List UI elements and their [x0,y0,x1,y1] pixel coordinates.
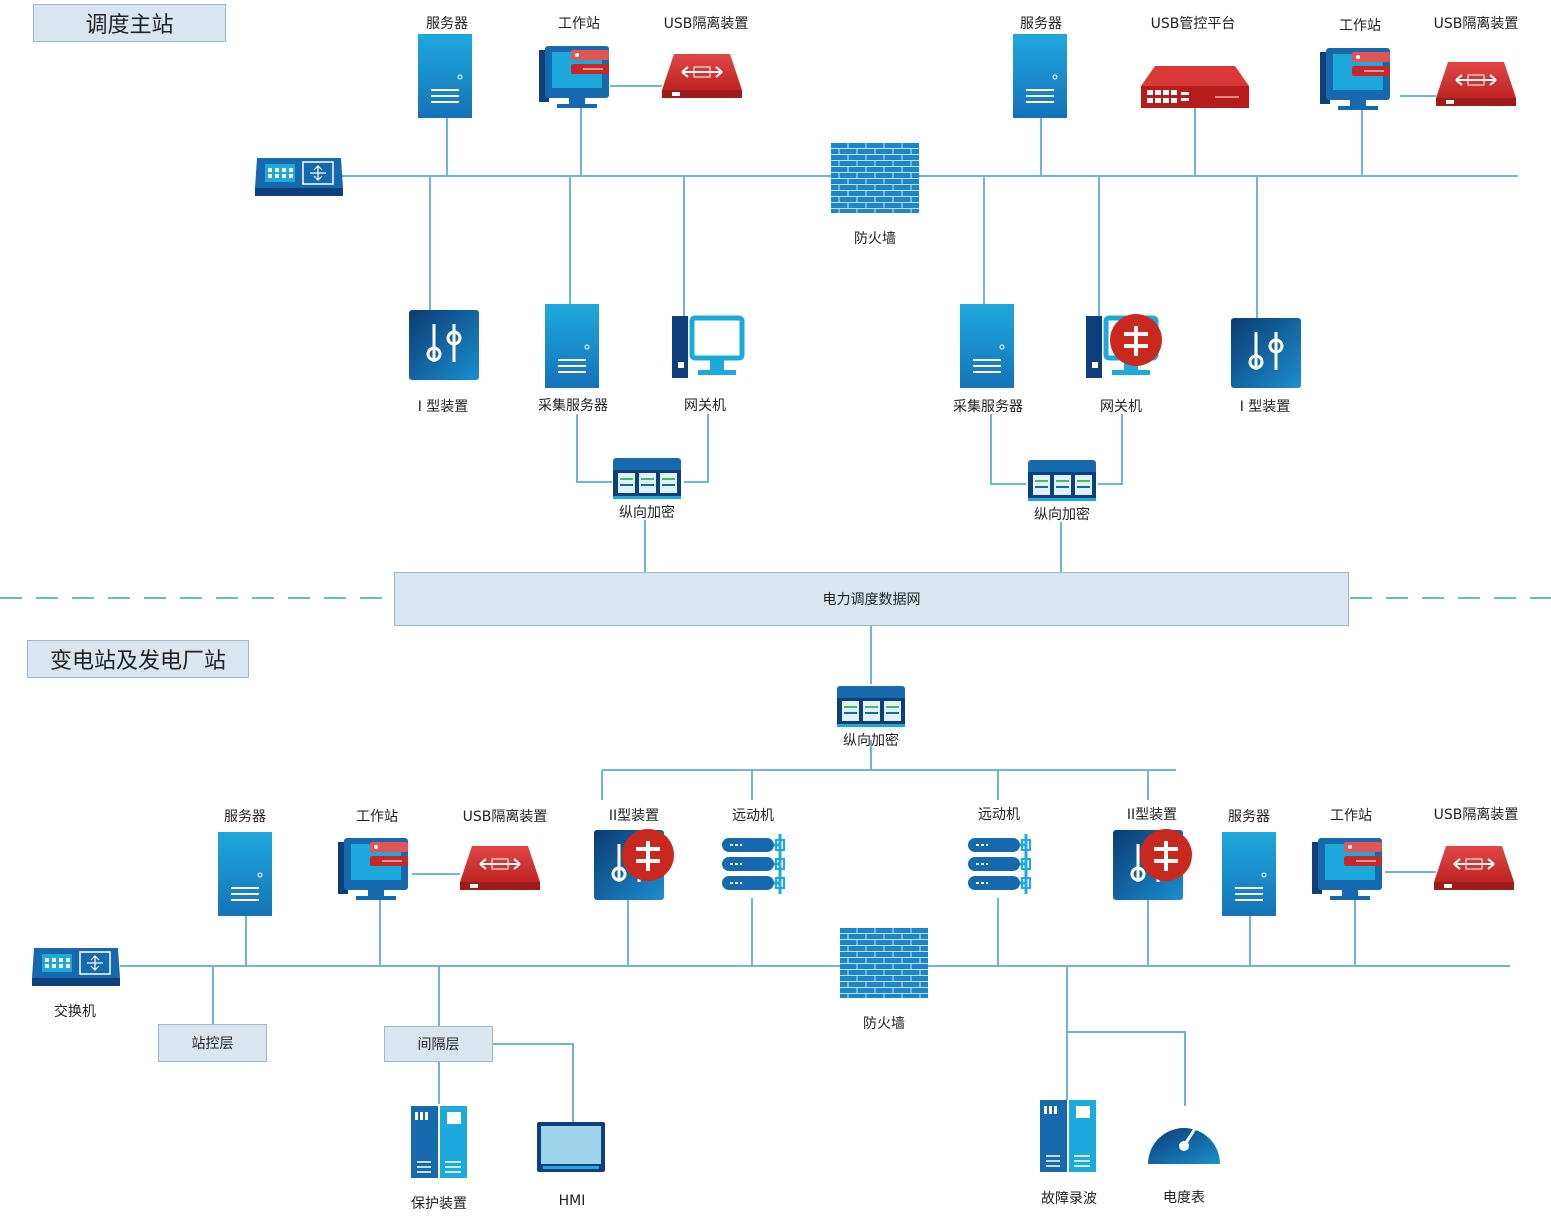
rtu-icon [966,832,1032,896]
collector-server-label: 采集服务器 [538,398,608,414]
firewall-icon [840,928,928,998]
switch-label: 交换机 [54,1004,96,1020]
switch-icon [31,947,121,987]
encryptor-icon [1027,459,1097,502]
gateway-icon [672,316,742,378]
server-icon [217,831,273,917]
usb-isolator-icon [459,845,541,891]
fault-recorder-icon [1039,1099,1097,1173]
workstation-icon [1319,47,1391,111]
server-label: 服务器 [224,809,266,825]
workstation-icon [538,45,610,109]
meter-icon [1146,1110,1222,1166]
workstation-icon [1311,837,1383,901]
usb-platform-label: USB管控平台 [1150,16,1236,32]
encryptor-icon [612,457,682,500]
security-badge-icon [1138,827,1194,883]
fault-recorder-label: 故障录波 [1041,1191,1097,1207]
connection-lines [120,85,1518,1122]
power-dispatch-network: 电力调度数据网 [394,572,1349,626]
gateway-label: 网关机 [1100,399,1142,415]
type1-device-icon [407,308,481,382]
protection-device-label: 保护装置 [411,1196,467,1212]
switch-icon [254,157,344,197]
hmi-label: HMI [558,1193,586,1209]
usb-isolator-icon [661,53,743,99]
collector-server-icon [959,303,1015,389]
server-icon [1012,33,1068,119]
firewall-label: 防火墙 [863,1016,905,1032]
usb-isolator-icon [1435,61,1517,107]
usb-isolator-icon [1433,845,1515,891]
server-label: 服务器 [1228,809,1270,825]
gateway-label: 网关机 [684,398,726,414]
type1-device-icon [1229,316,1303,390]
meter-label: 电度表 [1163,1190,1205,1206]
firewall-label: 防火墙 [854,231,896,247]
usb-isolator-label: USB隔离装置 [462,809,548,825]
rtu-label: 远动机 [978,807,1020,823]
type2-device-label: II型装置 [608,808,660,824]
type1-device-label: I 型装置 [1239,399,1291,415]
workstation-label: 工作站 [356,809,398,825]
station-layer-box: 站控层 [158,1024,267,1062]
rtu-label: 远动机 [732,808,774,824]
server-icon [417,33,473,119]
bottom-section-title: 变电站及发电厂站 [27,640,249,678]
rtu-icon [720,832,786,896]
usb-isolator-label: USB隔离装置 [663,16,749,32]
usb-isolator-label: USB隔离装置 [1433,16,1519,32]
encryptor-icon [836,685,906,728]
workstation-label: 工作站 [1339,18,1381,34]
top-section-title: 调度主站 [33,4,226,42]
type1-device-label: I 型装置 [417,399,469,415]
usb-platform-icon [1140,65,1250,109]
encryptor-label: 纵向加密 [619,505,675,521]
type2-device-label: II型装置 [1126,807,1178,823]
server-label: 服务器 [1020,16,1062,32]
encryptor-label: 纵向加密 [1034,507,1090,523]
usb-isolator-label: USB隔离装置 [1433,807,1519,823]
server-icon [1221,831,1277,917]
collector-server-label: 采集服务器 [953,399,1023,415]
workstation-label: 工作站 [1330,808,1372,824]
server-label: 服务器 [426,16,468,32]
bay-layer-box: 间隔层 [384,1026,493,1062]
encryptor-label: 纵向加密 [843,733,899,749]
workstation-label: 工作站 [558,16,600,32]
firewall-icon [831,143,919,213]
security-badge-icon [1108,312,1164,368]
workstation-icon [337,837,409,901]
protection-device-icon [410,1105,468,1179]
collector-server-icon [544,303,600,389]
hmi-icon [537,1122,605,1172]
security-badge-icon [620,827,676,883]
